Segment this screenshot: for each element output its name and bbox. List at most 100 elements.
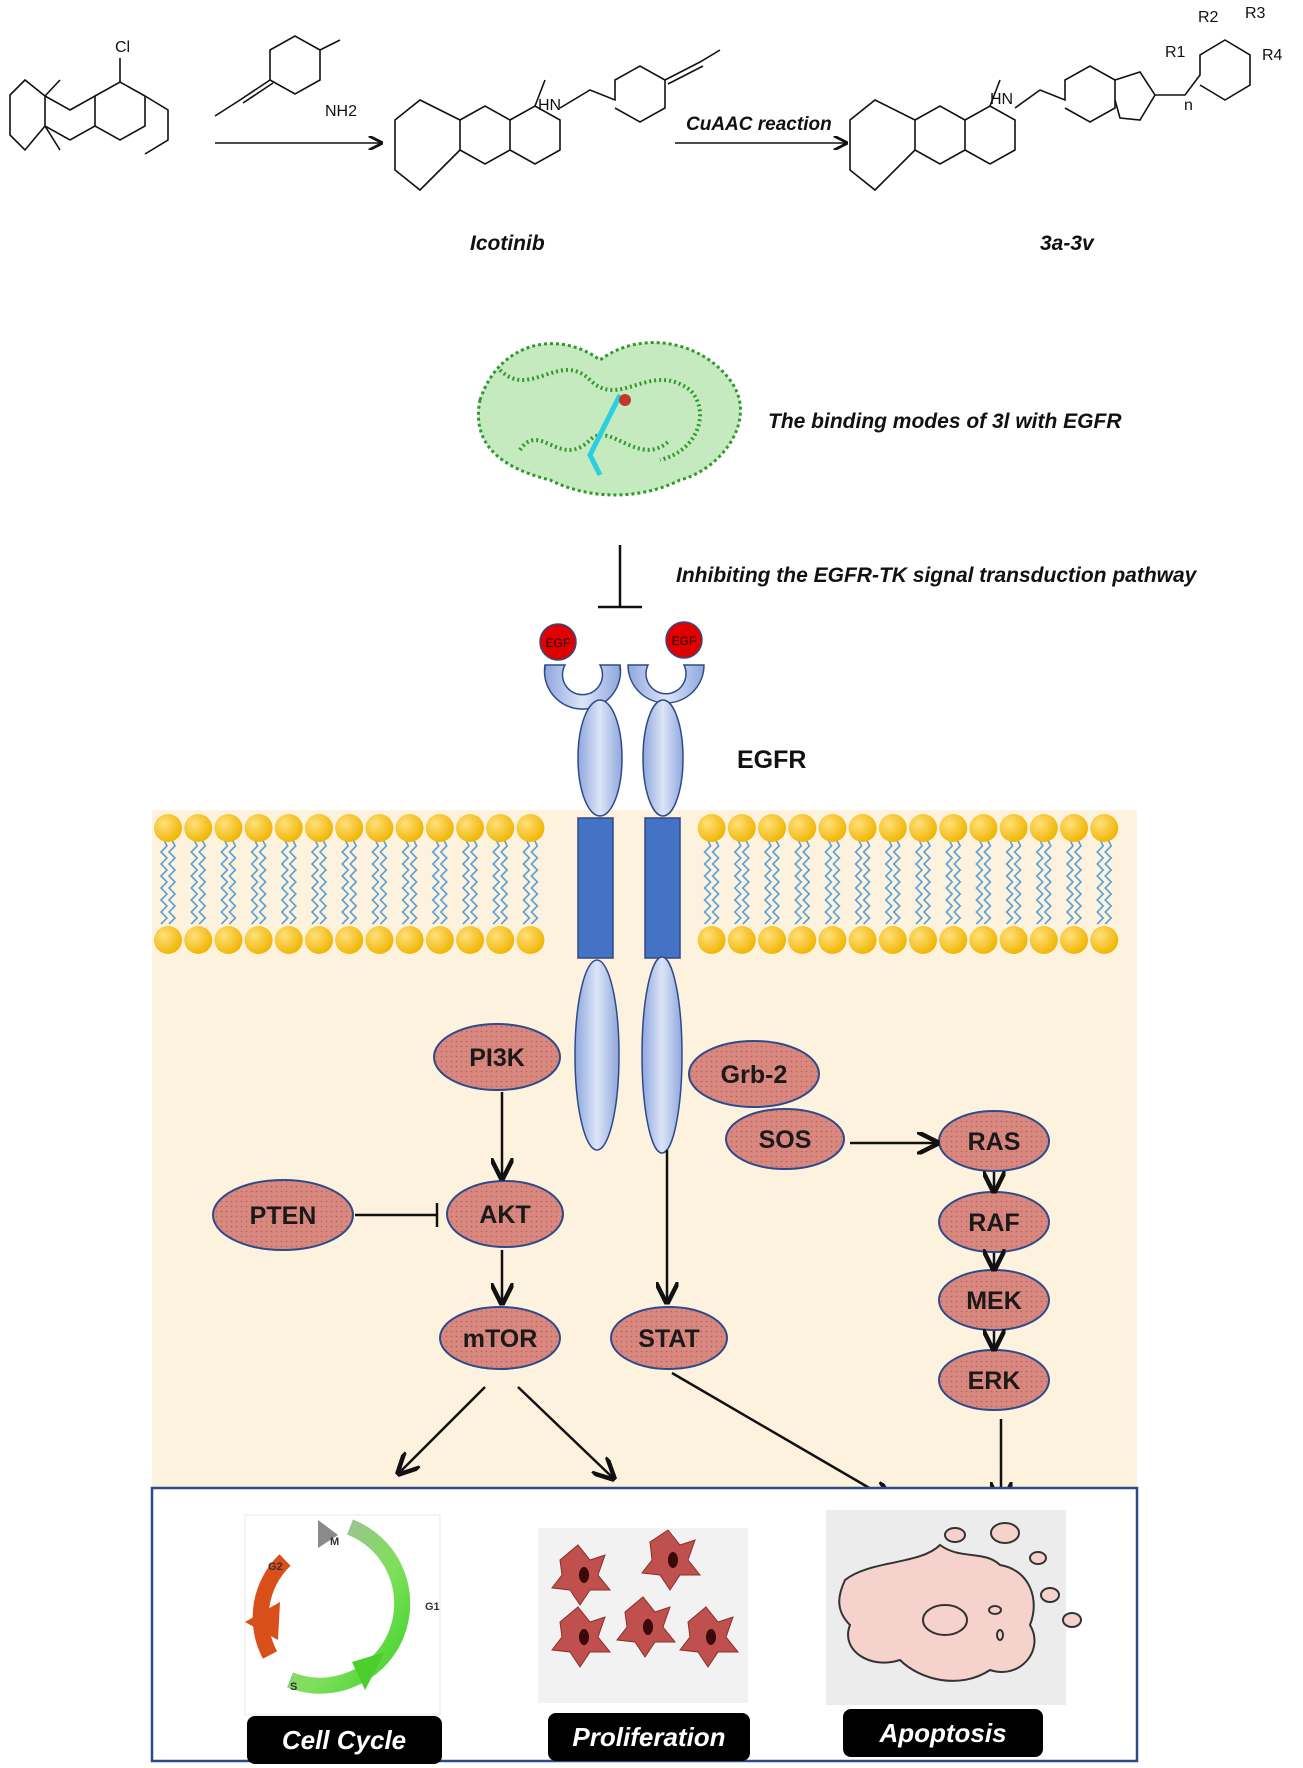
lipid-head [1060,814,1088,842]
reagent-structure [214,35,341,117]
lipid-head [939,814,968,842]
lipid-tail [500,839,509,925]
lipid-tail [1005,839,1014,925]
stat-label: STAT [638,1325,700,1353]
r3-label: R3 [1245,5,1266,22]
lipid-head [969,814,998,842]
lipid-head [969,926,998,954]
lipid-tail [824,839,833,925]
lipid-tail [409,839,418,925]
lipid-head [335,814,364,842]
lipid-tail [953,839,962,925]
lipid-head [878,926,907,954]
lipid-tail [945,839,954,925]
lipid-tail [802,839,811,925]
lipid-head [878,814,907,842]
lipid-head [425,814,454,842]
pathway-arrows [400,1092,1001,1500]
binding-caption: The binding modes of 3l with EGFR [768,410,1122,433]
lipid-tail [862,839,871,925]
lipid-head [365,814,394,842]
erk-label: ERK [968,1367,1021,1395]
mtor-label: mTOR [463,1325,538,1353]
lipid-tail [854,839,863,925]
pten-inhibition [355,1203,439,1227]
lipid-tail [371,839,380,925]
egf-label-left: EGF [546,636,571,650]
lipid-head [939,926,968,954]
grb2-label: Grb-2 [721,1061,788,1089]
lipid-head [154,814,182,842]
lipid-tail [379,839,388,925]
icotinib-structure [394,49,721,192]
lipid-head [909,814,937,842]
lipid-head [305,926,333,954]
lipid-tail [914,839,924,925]
lipid-tail [228,839,237,925]
egfr-receptor [543,664,705,1154]
egf-label-right: EGF [672,634,697,648]
lipid-tail [341,839,350,925]
lipid-head [516,814,545,842]
lipid-tail [349,839,358,925]
pten-label: PTEN [250,1202,317,1230]
ras-label: RAS [968,1128,1021,1156]
lipid-tail [439,839,448,925]
lipid-tail [280,839,289,925]
mek-label: MEK [966,1287,1022,1315]
proliferation-label: Proliferation [572,1722,725,1752]
lipid-tail [1013,839,1022,925]
lipid-tail [1043,839,1052,925]
lipid-tail [1096,839,1105,925]
node-mtor [439,1306,561,1370]
n-subscript-label: n [1184,97,1193,114]
lipid-head [425,926,454,954]
phase-g2: G2 [268,1561,283,1573]
r4-label: R4 [1262,47,1283,64]
lipid-head [486,926,515,954]
lipid-head [486,814,515,842]
phase-g1: G1 [425,1601,440,1613]
cuaac-label: CuAAC reaction [686,114,832,135]
lipid-tail [198,839,207,925]
lipid-head [456,926,484,954]
lipid-tail [832,839,841,925]
apoptosis-label: Apoptosis [878,1718,1006,1748]
lipid-head [758,814,786,842]
lipid-head [727,814,756,842]
raf-label: RAF [968,1209,1019,1237]
signaling-nodes [212,1023,1050,1411]
sos-label: SOS [759,1126,812,1154]
pi3k-label: PI3K [469,1044,525,1072]
egf-ligand-right: EGF [665,621,703,659]
lipid-tail [741,839,750,925]
lipid-head [758,926,786,954]
cell-membrane [154,814,1119,954]
lipid-head [818,926,847,954]
inhibition-caption: Inhibiting the EGFR-TK signal transducti… [676,564,1198,587]
product-structure [849,39,1251,192]
lipid-tail [1065,839,1075,925]
chloro-label: Cl [115,39,130,56]
node-sos [725,1108,845,1170]
lipid-head [1029,814,1058,842]
r1-label: R1 [1165,44,1186,61]
lipid-tail [167,839,177,925]
compound-series-label: 3a-3v [1040,232,1095,255]
lipid-head [788,814,817,842]
amine-label: NH2 [325,103,357,120]
r2-label: R2 [1198,9,1219,26]
icotinib-nh-label: HN [538,97,561,114]
lipid-head [184,926,213,954]
egf-ligand-left: EGF [539,623,577,661]
lipid-tail [711,839,720,925]
lipid-head [909,926,937,954]
icotinib-label: Icotinib [470,232,545,255]
lipid-head [154,926,182,954]
lipid-head [697,814,726,842]
lipid-tail [190,839,199,925]
lipid-head [788,926,817,954]
lipid-head [818,814,847,842]
apoptosis-graphic [826,1510,1082,1705]
